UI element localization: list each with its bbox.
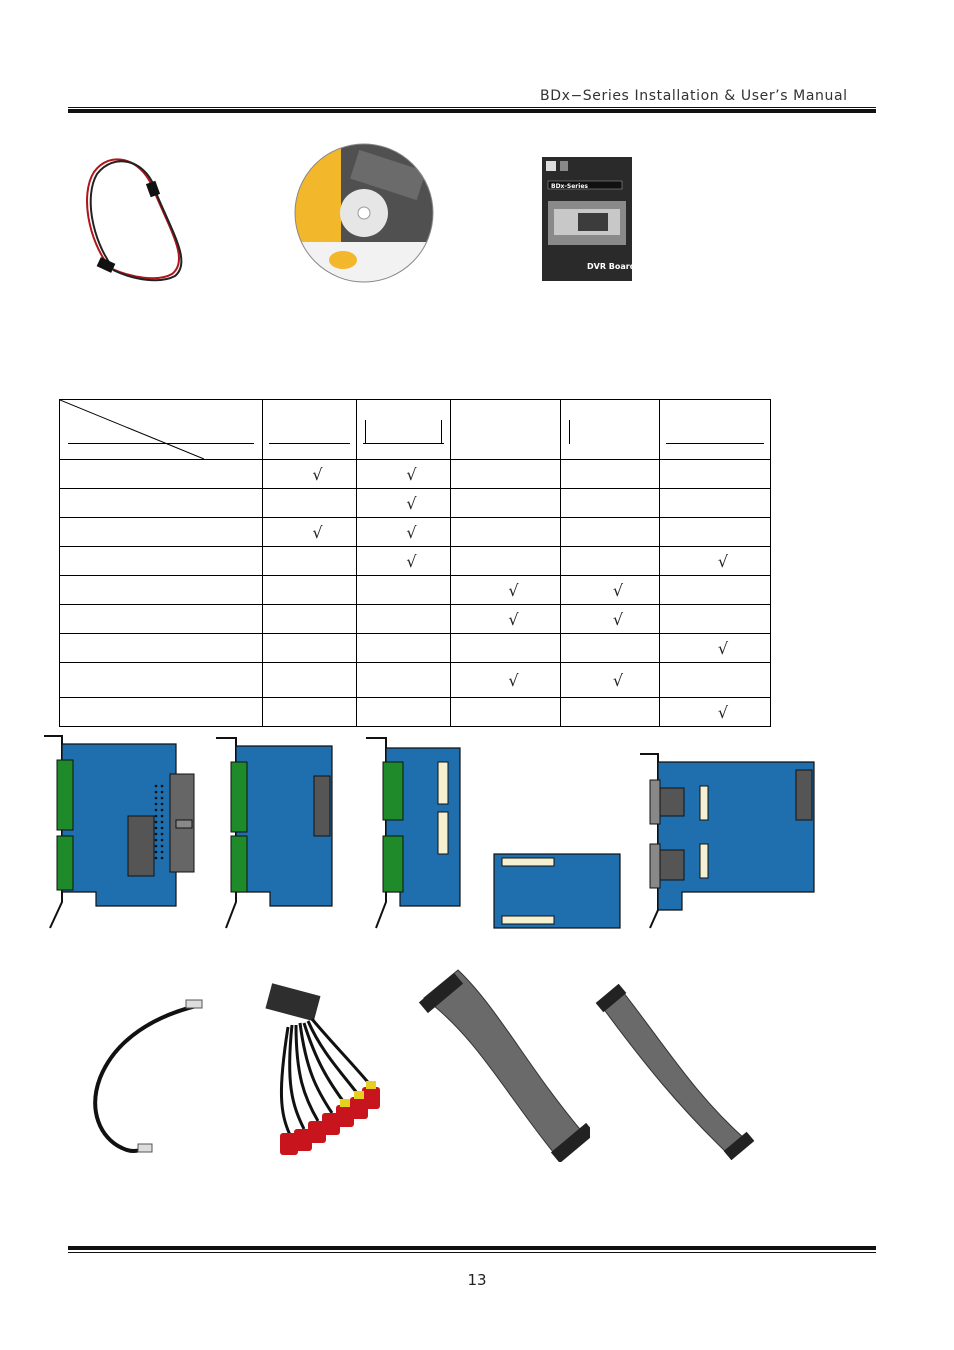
table-row-label <box>59 575 263 605</box>
table-corner-cell <box>59 399 263 460</box>
table-cell <box>560 546 660 576</box>
table-header-col-2 <box>356 399 451 460</box>
capture-boards-illustration <box>44 735 815 929</box>
table-cell: √ <box>560 575 660 605</box>
table-cell <box>262 575 357 605</box>
table-cell <box>450 633 561 663</box>
table-cell: √ <box>450 662 561 698</box>
table-row: √ <box>59 697 771 727</box>
table-row-label <box>59 459 263 489</box>
table-cell <box>450 488 561 518</box>
compatibility-table: √ √ √ √ √ √ √ √ √ √ <box>59 399 771 727</box>
table-header-col-5 <box>659 399 771 460</box>
table-cell <box>659 459 771 489</box>
adapter-board <box>493 853 621 929</box>
header-rule-thick <box>68 109 876 113</box>
video-breakout-cable-image <box>265 983 380 1155</box>
table-cell <box>659 575 771 605</box>
table-row: √ √ <box>59 517 771 547</box>
table-cell <box>262 546 357 576</box>
table-cell <box>356 575 451 605</box>
table-header-col-1 <box>262 399 357 460</box>
table-cell: √ <box>356 459 451 489</box>
table-cell <box>356 604 451 634</box>
table-cell <box>262 633 357 663</box>
header-rule-thin <box>68 107 876 108</box>
table-cell <box>560 459 660 489</box>
table-header-col-4 <box>560 399 660 460</box>
cd-rom-image <box>294 143 434 283</box>
svg-text:BDx-Series: BDx-Series <box>551 183 588 190</box>
table-cell <box>450 459 561 489</box>
table-cell: √ <box>450 604 561 634</box>
capture-board-3 <box>366 737 461 929</box>
table-cell: √ <box>450 575 561 605</box>
table-row: √ √ <box>59 604 771 634</box>
ribbon-cable-wide-image <box>418 969 590 1162</box>
table-cell <box>659 488 771 518</box>
table-cell <box>659 604 771 634</box>
table-row: √ <box>59 633 771 663</box>
manual-booklet-image: BDx-Series DVR Board <box>542 157 632 281</box>
capture-board-1 <box>44 735 195 929</box>
capture-board-5 <box>640 753 815 929</box>
table-cell: √ <box>659 697 771 727</box>
table-cell <box>659 662 771 698</box>
table-cell <box>262 604 357 634</box>
table-cell <box>560 517 660 547</box>
table-row: √ √ <box>59 662 771 698</box>
table-row-label <box>59 633 263 663</box>
table-cell <box>262 697 357 727</box>
page-number: 13 <box>467 1271 487 1289</box>
table-cell <box>560 633 660 663</box>
table-cell <box>659 517 771 547</box>
table-cell <box>356 697 451 727</box>
table-row-label <box>59 697 263 727</box>
table-row-label <box>59 517 263 547</box>
capture-board-2 <box>216 737 333 929</box>
ribbon-cable-narrow-image <box>595 984 754 1160</box>
table-cell <box>450 697 561 727</box>
table-header-col-3 <box>450 399 561 460</box>
table-cell <box>450 546 561 576</box>
table-cell: √ <box>356 546 451 576</box>
table-row-label <box>59 604 263 634</box>
table-cell <box>450 517 561 547</box>
audio-cable-image <box>93 999 203 1153</box>
table-row-label <box>59 546 263 576</box>
table-cell: √ <box>560 662 660 698</box>
table-cell <box>560 697 660 727</box>
table-cell: √ <box>659 546 771 576</box>
table-row: √ √ <box>59 575 771 605</box>
header-title: BDx−Series Installation & User’s Manual <box>540 88 848 104</box>
table-cell <box>262 488 357 518</box>
table-cell: √ <box>659 633 771 663</box>
table-cell <box>560 488 660 518</box>
footer-rule-thick <box>68 1246 876 1250</box>
table-cell: √ <box>262 459 357 489</box>
table-cell <box>356 662 451 698</box>
footer-rule-thin <box>68 1252 876 1253</box>
table-cell: √ <box>560 604 660 634</box>
table-row-label <box>59 662 263 698</box>
power-cable-image <box>86 158 183 282</box>
table-row: √ √ <box>59 546 771 576</box>
table-row: √ <box>59 488 771 518</box>
table-cell: √ <box>356 488 451 518</box>
table-cell <box>262 662 357 698</box>
table-row-label <box>59 488 263 518</box>
table-cell: √ <box>356 517 451 547</box>
svg-text:DVR Board: DVR Board <box>587 262 632 271</box>
table-cell: √ <box>262 517 357 547</box>
table-cell <box>356 633 451 663</box>
table-row: √ √ <box>59 459 771 489</box>
